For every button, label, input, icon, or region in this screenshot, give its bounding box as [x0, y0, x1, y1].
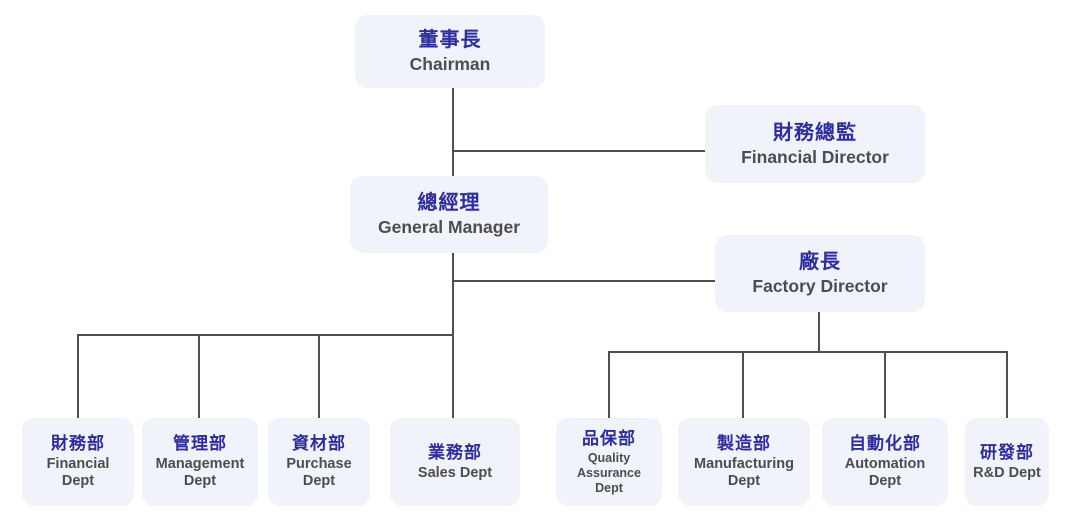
rd-dept-title-en: R&D Dept [973, 464, 1041, 481]
quality-dept-title-zh: 品保部 [582, 428, 636, 448]
purchase-dept-title-en: Purchase Dept [286, 455, 352, 490]
connector-drop-rd-dept [1006, 351, 1008, 418]
org-node-general-manager: 總經理 General Manager [350, 176, 548, 253]
connector-right-departments-bus [608, 351, 1008, 353]
financial-director-title-en: Financial Director [741, 146, 889, 167]
automation-dept-title-zh: 自動化部 [849, 433, 921, 453]
org-node-purchase-dept: 資材部 Purchase Dept [268, 418, 370, 506]
quality-dept-title-en: Quality Assurance Dept [577, 450, 641, 496]
connector-to-factory-director [452, 280, 715, 282]
sales-dept-title-zh: 業務部 [428, 442, 482, 462]
org-node-sales-dept: 業務部 Sales Dept [390, 418, 520, 506]
financial-director-title-zh: 財務總監 [773, 121, 857, 144]
connector-to-financial-director [452, 150, 705, 152]
org-node-quality-assurance-dept: 品保部 Quality Assurance Dept [556, 418, 662, 506]
manufacturing-dept-title-en: Manufacturing Dept [694, 455, 794, 490]
chairman-title-en: Chairman [409, 54, 491, 75]
connector-drop-quality-dept [608, 351, 610, 418]
connector-left-departments-bus [77, 334, 454, 336]
connector-drop-manufacturing-dept [742, 351, 744, 418]
sales-dept-title-en: Sales Dept [417, 464, 493, 481]
chairman-title-zh: 董事長 [418, 29, 482, 52]
management-dept-title-en: Management Dept [155, 455, 245, 490]
management-dept-title-zh: 管理部 [173, 433, 227, 453]
financial-dept-title-en: Financial Dept [46, 455, 110, 490]
purchase-dept-title-zh: 資材部 [292, 433, 346, 453]
org-node-automation-dept: 自動化部 Automation Dept [822, 418, 948, 506]
general-manager-title-en: General Manager [378, 217, 520, 238]
automation-dept-title-en: Automation Dept [844, 455, 926, 490]
org-node-financial-director: 財務總監 Financial Director [705, 105, 925, 183]
manufacturing-dept-title-zh: 製造部 [717, 433, 771, 453]
connector-drop-financial-dept [77, 334, 79, 418]
org-node-rd-dept: 研發部 R&D Dept [965, 418, 1049, 506]
connector-drop-purchase-dept [318, 334, 320, 418]
connector-factory-director-down [818, 312, 820, 353]
org-node-financial-dept: 財務部 Financial Dept [22, 418, 134, 506]
org-node-factory-director: 廠長 Factory Director [715, 235, 925, 312]
connector-chairman-to-general-manager [452, 88, 454, 176]
general-manager-title-zh: 總經理 [417, 192, 481, 215]
connector-drop-management-dept [198, 334, 200, 418]
rd-dept-title-zh: 研發部 [980, 442, 1034, 462]
org-node-management-dept: 管理部 Management Dept [142, 418, 258, 506]
org-node-chairman: 董事長 Chairman [355, 15, 545, 88]
factory-director-title-zh: 廠長 [799, 251, 841, 274]
connector-drop-automation-dept [884, 351, 886, 418]
financial-dept-title-zh: 財務部 [51, 433, 105, 453]
factory-director-title-en: Factory Director [752, 276, 888, 297]
org-node-manufacturing-dept: 製造部 Manufacturing Dept [678, 418, 810, 506]
